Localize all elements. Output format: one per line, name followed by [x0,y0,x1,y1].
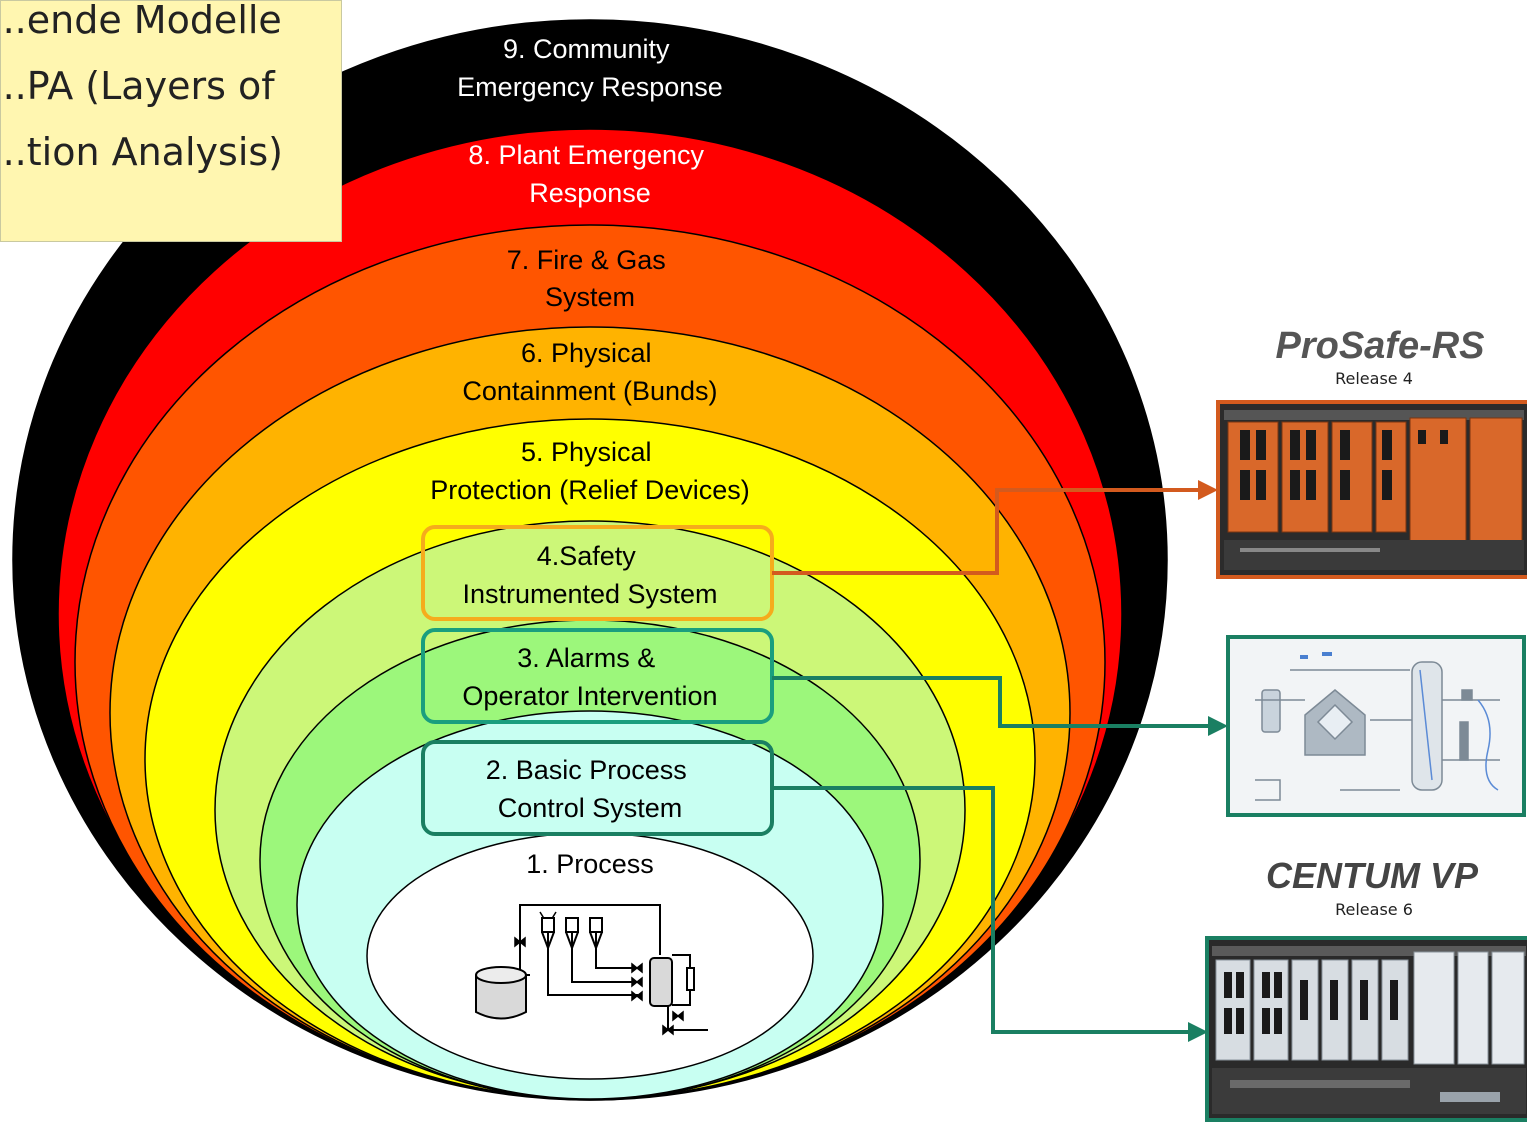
layer-8-label: 8. Plant Emergency Response [468,140,711,208]
layer-2-label: 2. Basic Process Control System [486,755,695,823]
centum-hardware-image [1205,936,1527,1122]
layer-5-label: 5. Physical Protection (Relief Devices) [430,437,750,505]
prosafe-release: Release 4 [1335,369,1413,388]
layer-9-label: 9. Community Emergency Response [457,34,723,102]
prosafe-title: ProSafe-RS [1275,325,1484,367]
layer-4-label: 4.Safety Instrumented System [462,541,717,609]
centum-title: CENTUM VP [1266,855,1479,896]
process-schematic [475,904,708,1036]
centum-release: Release 6 [1335,900,1413,919]
alarms-to-hmi-arrow [772,676,1228,736]
layer-7-label: 7. Fire & Gas System [507,245,674,312]
prosafe-hardware-image [1216,400,1527,579]
layer-1-label: 1. Process [526,849,654,879]
layer-labels: 9. Community Emergency Response 8. Plant… [430,34,750,879]
hmi-screenshot [1226,635,1526,817]
sis-to-prosafe-arrow [772,480,1218,575]
prosafe-logo: ProSafe-RS Release 4 [1275,325,1484,388]
note-text: ...ende Modelle ...PA (Layers of ...tion… [0,0,283,174]
layer-ellipses [12,19,1168,1101]
note-box: ...ende Modelle ...PA (Layers of ...tion… [0,0,342,242]
centum-logo: CENTUM VP Release 6 [1266,855,1479,919]
layer-6-label: 6. Physical Containment (Bunds) [462,338,717,406]
bpcs-to-centum-arrow [772,786,1208,1042]
layer-3-label: 3. Alarms & Operator Intervention [462,643,717,711]
